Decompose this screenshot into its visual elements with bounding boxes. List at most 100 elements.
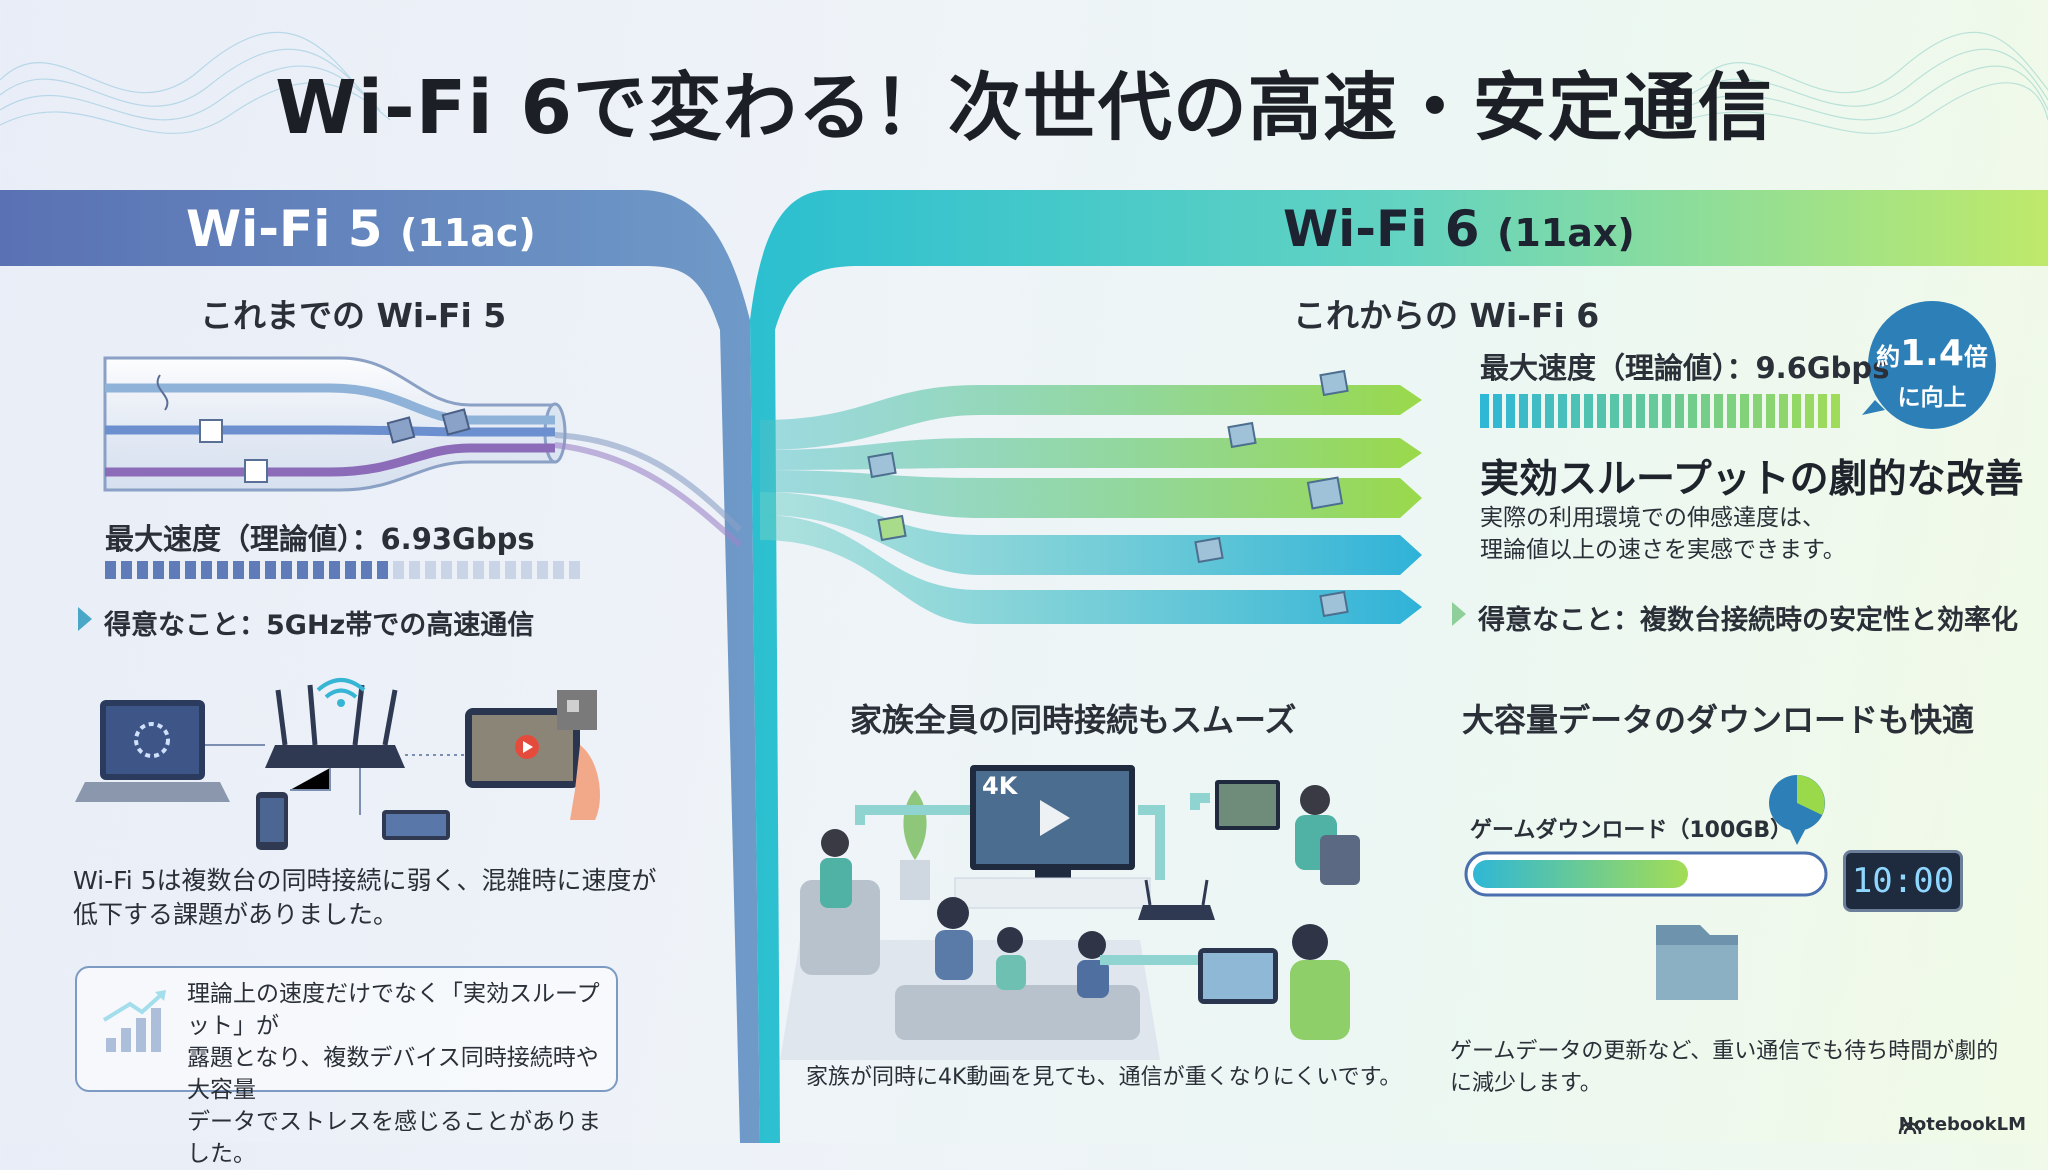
download-progress-fill — [1473, 860, 1688, 888]
speed-bar-segment — [265, 561, 276, 579]
speed-badge — [1862, 301, 1996, 429]
wifi5-device-scene — [75, 678, 600, 850]
wifi5-band-sub: (11ac) — [399, 211, 536, 255]
download-area — [1464, 775, 1828, 1000]
badge-multiplier: 約1.4倍 — [1868, 333, 1996, 374]
speed-bar-segment — [1623, 394, 1632, 428]
speed-bar-segment — [137, 561, 148, 579]
speed-bar-segment — [169, 561, 180, 579]
wifi5-band-main: Wi-Fi 5 — [186, 200, 383, 258]
speed-bar-segment — [489, 561, 500, 579]
speed-bar-segment — [1558, 394, 1567, 428]
speed-bar-segment — [1766, 394, 1775, 428]
speed-bar-segment — [1831, 394, 1840, 428]
brand-label: NotebookLM — [1898, 1114, 2026, 1135]
speed-bar-segment — [1610, 394, 1619, 428]
wifi5-callout-text: 理論上の速度だけでなく「実効スループット」が 露題となり、複数デバイス同時接続時… — [187, 978, 607, 1170]
download-clock: 10:00 — [1843, 850, 1963, 912]
download-caption: ゲームデータの更新など、重い通信でも待ち時間が劇的 に減少します。 — [1450, 1036, 2010, 1100]
download-caption-line1: ゲームデータの更新など、重い通信でも待ち時間が劇的 — [1450, 1039, 1999, 1064]
download-heading: 大容量データのダウンロードも快適 — [1462, 701, 1975, 739]
bullet-triangle-left — [78, 607, 92, 631]
speed-bar-segment — [201, 561, 212, 579]
callout-line1: 理論上の速度だけでなく「実効スループット」が — [187, 981, 600, 1039]
speed-bar-segment — [1662, 394, 1671, 428]
speed-bar-segment — [505, 561, 516, 579]
wifi5-band-label: Wi-Fi 5 (11ac) — [186, 200, 536, 258]
wifi6-speed-label: 最大速度（理論値）：9.6Gbps — [1480, 351, 1890, 385]
speed-bar-segment — [425, 561, 436, 579]
badge-prefix: 約 — [1876, 343, 1901, 371]
wifi6-speed-bar — [1480, 394, 1840, 428]
wifi6-strength: 得意なこと：複数台接続時の安定性と効率化 — [1478, 605, 2018, 636]
speed-bar-segment — [1519, 394, 1528, 428]
wave-decoration-right — [1669, 31, 2048, 134]
family-scene — [780, 765, 1360, 1060]
speed-bar-segment — [1636, 394, 1645, 428]
wifi6-band-label: Wi-Fi 6 (11ax) — [1283, 200, 1635, 258]
speed-bar-segment — [1584, 394, 1593, 428]
notebooklm-logo-icon — [1898, 1122, 1922, 1135]
download-label: ゲームダウンロード（100GB） — [1470, 818, 1793, 843]
speed-bar-segment — [1532, 394, 1541, 428]
wifi6-band-sub: (11ax) — [1496, 211, 1635, 255]
speed-bar-segment — [345, 561, 356, 579]
speed-bar-segment — [361, 561, 372, 579]
throughput-heading: 実効スループットの劇的な改善 — [1480, 457, 2024, 502]
speed-bar-segment — [1493, 394, 1502, 428]
speed-bar-segment — [1675, 394, 1684, 428]
bullet-triangle-right — [1452, 602, 1466, 626]
speed-bar-segment — [1818, 394, 1827, 428]
wifi6-heading: これからの Wi-Fi 6 — [1293, 296, 1600, 335]
family-heading: 家族全員の同時接続もスムーズ — [850, 701, 1297, 739]
speed-bar-segment — [537, 561, 548, 579]
speed-bar-segment — [1506, 394, 1515, 428]
speed-bar-segment — [121, 561, 132, 579]
wifi5-callout-box: 理論上の速度だけでなく「実効スループット」が 露題となり、複数デバイス同時接続時… — [75, 966, 618, 1167]
speed-bar-segment — [1779, 394, 1788, 428]
tv-4k-label: 4K — [982, 772, 1018, 800]
badge-suffix: 倍 — [1963, 343, 1988, 371]
speed-bar-segment — [393, 561, 404, 579]
speed-bar-segment — [553, 561, 564, 579]
badge-number: 1.4 — [1900, 333, 1964, 374]
speed-bar-segment — [105, 561, 116, 579]
throughput-text: 実際の利用環境での伸感達度は、 理論値以上の速さを実感できます。 — [1480, 502, 1846, 566]
background-artwork — [0, 31, 2048, 1143]
wifi5-speed-bar — [105, 561, 580, 579]
speed-bar-segment — [569, 561, 580, 579]
wifi5-issue-line1: Wi-Fi 5は複数台の同時接続に弱く、混雑時に速度が — [73, 866, 657, 895]
speed-bar-segment — [297, 561, 308, 579]
speed-bar-segment — [1714, 394, 1723, 428]
speed-bar-segment — [249, 561, 260, 579]
speed-bar-segment — [1688, 394, 1697, 428]
speed-bar-segment — [217, 561, 228, 579]
speed-bar-segment — [1753, 394, 1762, 428]
speed-bar-segment — [153, 561, 164, 579]
wifi6-band-main: Wi-Fi 6 — [1283, 200, 1480, 258]
speed-bar-segment — [1792, 394, 1801, 428]
speed-bar-segment — [1545, 394, 1554, 428]
speed-bar-segment — [473, 561, 484, 579]
speed-bar-segment — [1649, 394, 1658, 428]
throughput-line1: 実際の利用環境での伸感達度は、 — [1480, 505, 1825, 531]
speed-bar-segment — [281, 561, 292, 579]
wifi5-issue-line2: 低下する課題がありました。 — [73, 900, 399, 929]
speed-bar-segment — [377, 561, 388, 579]
speed-bar-segment — [1740, 394, 1749, 428]
wifi5-strength: 得意なこと：5GHz帯での高速通信 — [104, 610, 535, 641]
speed-bar-segment — [1805, 394, 1814, 428]
callout-line2: 露題となり、複数デバイス同時接続時や大容量 — [187, 1045, 599, 1103]
speed-bar-segment — [521, 561, 532, 579]
wifi5-pipe — [103, 356, 743, 548]
speed-bar-segment — [329, 561, 340, 579]
download-caption-line2: に減少します。 — [1450, 1071, 1602, 1096]
wifi5-issue-text: Wi-Fi 5は複数台の同時接続に弱く、混雑時に速度が 低下する課題がありました… — [73, 864, 673, 932]
throughput-line2: 理論値以上の速さを実感できます。 — [1480, 537, 1846, 563]
speed-bar-segment — [409, 561, 420, 579]
page-title: Wi-Fi 6で変わる！次世代の高速・安定通信 — [275, 65, 1773, 151]
speed-bar-segment — [1480, 394, 1489, 428]
speed-bar-segment — [313, 561, 324, 579]
badge-improved: に向上 — [1897, 385, 1967, 411]
wifi6-streams — [760, 369, 1422, 624]
